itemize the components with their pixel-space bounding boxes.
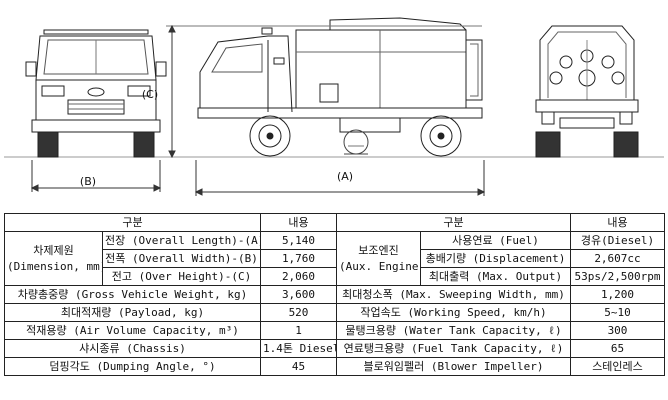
dimension-label-height: (C) xyxy=(142,88,158,101)
spec-value: 300 xyxy=(570,321,665,340)
spec-value: 2,607cc xyxy=(570,249,665,268)
dimension-group-title: 차제제원 xyxy=(33,243,74,257)
spec-label: 최대출력 (Max. Output) xyxy=(420,267,571,286)
dimension-label-length: (A) xyxy=(337,170,353,183)
table-row: 차제제원 (Dimension, mm) 전장 (Overall Length)… xyxy=(4,231,665,286)
table-row: 샤시종류 (Chassis) 1.4톤 Diesel 연료탱크용량 (Fuel … xyxy=(4,339,665,358)
spec-label: 차량총중량 (Gross Vehicle Weight, kg) xyxy=(4,285,261,304)
table-row: 전고 (Over Height)-(C) 2,060 최대출력 (Max. Ou… xyxy=(5,267,665,286)
spec-label: 전고 (Over Height)-(C) xyxy=(102,267,261,286)
side-view-drawing xyxy=(197,17,483,157)
aux-engine-group-subtitle: (Aux. Engine) xyxy=(339,259,421,273)
spec-value: 65 xyxy=(570,339,665,358)
spec-value: 1.4톤 Diesel xyxy=(260,339,337,358)
spec-table: 구분 내용 구분 내용 차제제원 (Dimension, mm) 전장 (Ove… xyxy=(4,213,665,376)
rear-view-drawing xyxy=(535,25,639,158)
dimension-label-width: (B) xyxy=(80,175,96,188)
table-header-row: 구분 내용 구분 내용 xyxy=(4,213,665,232)
spec-value: 경유(Diesel) xyxy=(570,231,665,250)
spec-value: 45 xyxy=(260,357,337,376)
spec-value: 1,200 xyxy=(570,285,665,304)
spec-label: 덤핑각도 (Dumping Angle, °) xyxy=(4,357,261,376)
left-category-header: 구분 xyxy=(4,213,261,232)
spec-value: 53ps/2,500rpm xyxy=(570,267,665,286)
spec-label: 전장 (Overall Length)-(A) xyxy=(102,231,261,250)
right-category-header: 구분 xyxy=(336,213,571,232)
spec-value: 520 xyxy=(260,303,337,322)
spec-label: 총배기량 (Displacement) xyxy=(420,249,571,268)
table-row: 차량총중량 (Gross Vehicle Weight, kg) 3,600 최… xyxy=(4,285,665,304)
spec-value: 5~10 xyxy=(570,303,665,322)
spec-label: 물탱크용량 (Water Tank Capacity, ℓ) xyxy=(336,321,571,340)
spec-value: 스테인레스 xyxy=(570,357,665,376)
spec-label: 샤시종류 (Chassis) xyxy=(4,339,261,358)
spec-label: 연료탱크용량 (Fuel Tank Capacity, ℓ) xyxy=(336,339,571,358)
aux-engine-group-cell: 보조엔진 (Aux. Engine) xyxy=(336,231,421,286)
table-row: 최대적재량 (Payload, kg) 520 작업속도 (Working Sp… xyxy=(4,303,665,322)
spec-label: 최대청소폭 (Max. Sweeping Width, mm) xyxy=(336,285,571,304)
aux-engine-group-title: 보조엔진 xyxy=(358,243,399,257)
spec-label: 사용연료 (Fuel) xyxy=(420,231,571,250)
table-row: 덤핑각도 (Dumping Angle, °) 45 블로워임펠러 (Blowe… xyxy=(4,357,665,376)
left-value-header: 내용 xyxy=(260,213,337,232)
table-row: 전폭 (Overall Width)-(B) 1,760 총배기량 (Displ… xyxy=(5,249,665,268)
spec-label: 전폭 (Overall Width)-(B) xyxy=(102,249,261,268)
spec-label: 적재용량 (Air Volume Capacity, m³) xyxy=(4,321,261,340)
spec-value: 3,600 xyxy=(260,285,337,304)
spec-label: 작업속도 (Working Speed, km/h) xyxy=(336,303,571,322)
dimension-group-cell: 차제제원 (Dimension, mm) xyxy=(4,231,103,286)
vehicle-drawings: (B) (A) (C) xyxy=(4,17,664,196)
table-row: 적재용량 (Air Volume Capacity, m³) 1 물탱크용량 (… xyxy=(4,321,665,340)
dimension-group-subtitle: (Dimension, mm) xyxy=(7,259,103,273)
spec-value: 5,140 xyxy=(260,231,337,250)
front-view-drawing xyxy=(25,29,167,158)
spec-value: 2,060 xyxy=(260,267,337,286)
right-value-header: 내용 xyxy=(570,213,665,232)
spec-label: 블로워임펠러 (Blower Impeller) xyxy=(336,357,571,376)
spec-value: 1 xyxy=(260,321,337,340)
spec-label: 최대적재량 (Payload, kg) xyxy=(4,303,261,322)
spec-value: 1,760 xyxy=(260,249,337,268)
